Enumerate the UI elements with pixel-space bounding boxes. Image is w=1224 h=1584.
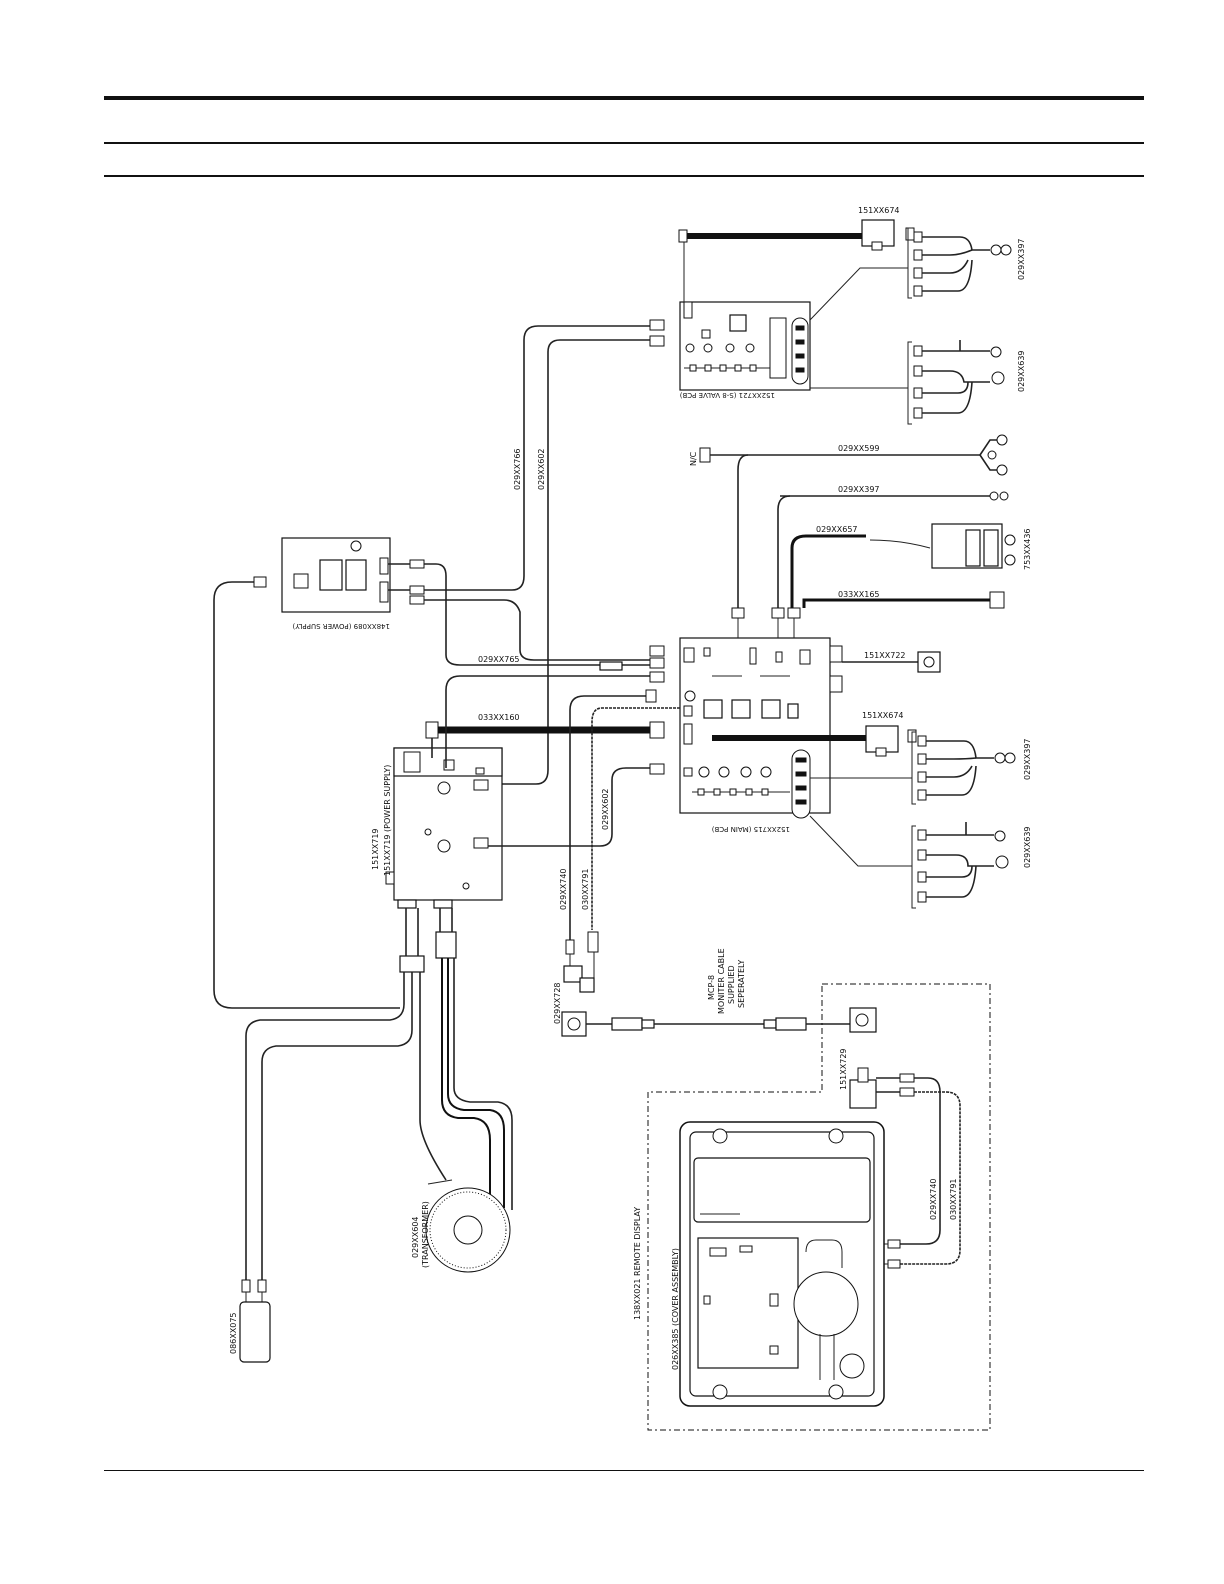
assembly-436-label: 753XX436 xyxy=(1023,529,1032,571)
monitor-cable-label-4: SEPERATELY xyxy=(737,960,746,1008)
valve-pcb-label: 152XX721 (S-8 VALVE PCB) xyxy=(679,391,775,399)
ref-075-label: 086XX075 xyxy=(229,1313,238,1355)
header-rule-thick xyxy=(104,96,1144,100)
main-top-board-label: 151XX674 xyxy=(862,711,904,720)
ref-722-connector xyxy=(917,651,941,673)
cable-599-label: 029XX599 xyxy=(838,444,880,453)
monitor-cable-label-1: MCP-8 xyxy=(707,975,716,1000)
remote-display-label: 138XX021 REMOTE DISPLAY xyxy=(633,1207,642,1320)
cable-602-low-label: 029XX602 xyxy=(601,789,610,831)
header-rule-mid xyxy=(104,142,1144,144)
power-supply-main: 151XX719 xyxy=(371,747,503,909)
valve-top-board-label: 151XX674 xyxy=(858,206,900,215)
cable-160-label: 033XX160 xyxy=(478,713,520,722)
cover-assembly: 026XX385 (COVER ASSEMBLY) xyxy=(671,1121,885,1407)
cable-791-label: 030XX791 xyxy=(581,869,590,911)
remote-791-label: 030XX791 xyxy=(949,1179,958,1221)
footer-rule xyxy=(104,1470,1144,1471)
cable-765-label: 029XX765 xyxy=(478,655,520,664)
cover-assembly-label: 026XX385 (COVER ASSEMBLY) xyxy=(671,1248,680,1370)
cable-657-label: 029XX657 xyxy=(816,525,858,534)
power-supply-main-label-1: 151XX719 xyxy=(371,829,380,871)
valve-harness-a: 029XX397 xyxy=(907,227,1026,299)
valve-harness-b: 029XX639 xyxy=(907,340,1026,425)
monitor-cable-label-2: MONITER CABLE xyxy=(717,948,726,1014)
main-harness-a: 029XX397 xyxy=(911,731,1032,805)
cable-602-top-label: 029XX602 xyxy=(537,449,546,491)
power-supply-small: 148XX089 (POWER SUPPLY) xyxy=(281,537,391,630)
cable-740-label: 029XX740 xyxy=(559,869,568,911)
main-top-board: 151XX674 xyxy=(862,711,917,757)
monitor-cable: MCP-8 MONITER CABLE SUPPLIED SEPERATELY xyxy=(561,948,850,1037)
transformer-label-1: 029XX604 xyxy=(411,1217,420,1259)
fuse-holder: 086XX075 xyxy=(229,1279,271,1363)
valve-pcb: 152XX721 (S-8 VALVE PCB) xyxy=(679,301,811,399)
cable-397-mid-label: 029XX397 xyxy=(838,485,880,494)
ref-728-label: 029XX728 xyxy=(553,983,562,1025)
ref-728-connector: 029XX728 xyxy=(553,965,595,1025)
cable-165-label: 033XX165 xyxy=(838,590,880,599)
main-pcb-label: 152XX715 (MAIN PCB) xyxy=(711,825,790,833)
valve-harness-b-label: 029XX639 xyxy=(1017,351,1026,393)
main-pcb: 152XX715 (MAIN PCB) xyxy=(679,637,843,833)
main-harness-a-label: 029XX397 xyxy=(1023,739,1032,781)
lower-harness xyxy=(245,908,513,1280)
remote-display-boundary xyxy=(647,983,991,1431)
header-rule-bottom xyxy=(104,175,1144,177)
monitor-cable-label-3: SUPPLIED xyxy=(727,965,736,1004)
ref-722-label: 151XX722 xyxy=(864,651,906,660)
power-supply-main-label: 151XX719 (POWER SUPPLY) xyxy=(383,765,392,876)
power-supply-small-label: 148XX089 (POWER SUPPLY) xyxy=(292,622,390,630)
nc-label: N/C xyxy=(689,451,698,466)
remote-740-label: 029XX740 xyxy=(929,1179,938,1221)
nc-connector: N/C xyxy=(689,447,711,466)
cable-766-label: 029XX766 xyxy=(513,449,522,491)
ref-729-label: 151XX729 xyxy=(839,1049,848,1091)
cable-599-end xyxy=(979,434,1008,476)
transformer-label-2: (TRANSFORMER) xyxy=(421,1201,430,1268)
transformer: 029XX604 (TRANSFORMER) xyxy=(411,1187,511,1273)
main-harness-b-label: 029XX639 xyxy=(1023,827,1032,869)
main-harness-b: 029XX639 xyxy=(911,822,1032,909)
valve-harness-a-label: 029XX397 xyxy=(1017,239,1026,281)
valve-top-board: 151XX674 xyxy=(858,206,915,251)
assembly-436: 753XX436 xyxy=(931,523,1032,571)
ref-729-connector: 151XX729 xyxy=(839,1007,877,1109)
